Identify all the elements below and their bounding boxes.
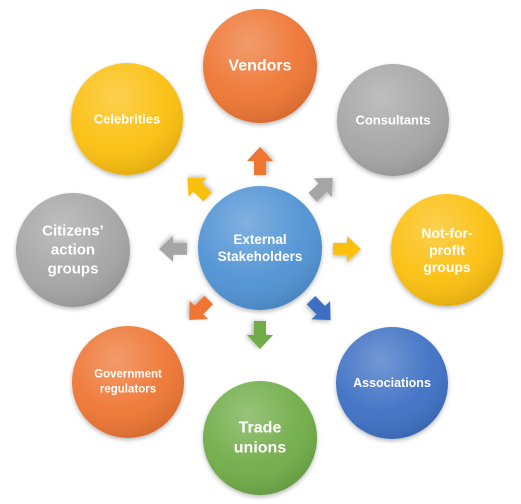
center-node-highlight bbox=[198, 186, 322, 310]
arrow-to-vendors bbox=[247, 147, 273, 175]
arrow-to-not-for-profit-groups bbox=[332, 235, 361, 262]
center-node-label-line-2: Stakeholders bbox=[218, 249, 303, 264]
node-not-for-profit-groups-highlight bbox=[391, 194, 503, 306]
arrow-to-consultants bbox=[308, 177, 333, 202]
node-associations-label-line-1: Associations bbox=[353, 376, 431, 390]
node-consultants-highlight bbox=[337, 64, 449, 176]
node-not-for-profit-groups-label-line-3: groups bbox=[423, 259, 471, 275]
arrow-to-trade-unions-shape bbox=[247, 321, 273, 349]
node-consultants-label-line-1: Consultants bbox=[355, 113, 430, 128]
node-not-for-profit-groups-label-line-2: profit bbox=[429, 242, 465, 258]
arrow-to-associations-shape bbox=[306, 296, 331, 321]
node-government-regulators-highlight bbox=[72, 326, 184, 438]
node-vendors-highlight bbox=[203, 9, 317, 123]
node-trade-unions-label-line-1: Trade bbox=[239, 420, 282, 437]
nodes-layer: VendorsConsultantsNot-for-profitgroupsAs… bbox=[16, 9, 503, 495]
arrow-to-government-regulators bbox=[189, 295, 214, 320]
arrow-to-celebrities bbox=[187, 177, 212, 202]
node-celebrities: Celebrities bbox=[71, 63, 183, 175]
node-associations-highlight bbox=[336, 327, 448, 439]
arrow-to-celebrities-shape bbox=[187, 177, 212, 202]
arrow-to-associations bbox=[306, 296, 331, 321]
node-government-regulators-label-line-2: regulators bbox=[100, 384, 156, 396]
arrow-to-citizens-action-groups-shape bbox=[159, 235, 188, 262]
arrow-to-trade-unions bbox=[247, 321, 273, 349]
node-citizens-action-groups-label-line-1: Citizens’ bbox=[42, 223, 104, 240]
node-celebrities-highlight bbox=[71, 63, 183, 175]
arrows-layer bbox=[159, 147, 361, 349]
node-government-regulators-label-line-1: Government bbox=[94, 369, 162, 381]
node-government-regulators: Government regulators bbox=[72, 326, 184, 438]
node-citizens-action-groups: Citizens’ action groups bbox=[16, 193, 130, 307]
node-citizens-action-groups-highlight bbox=[16, 193, 130, 307]
node-vendors-label-line-1: Vendors bbox=[228, 58, 291, 75]
node-associations: Associations bbox=[336, 327, 448, 439]
node-vendors: Vendors bbox=[203, 9, 317, 123]
arrow-to-vendors-shape bbox=[247, 147, 273, 175]
arrow-to-citizens-action-groups bbox=[159, 235, 188, 262]
node-citizens-action-groups-label-line-2: action bbox=[51, 242, 95, 259]
arrow-to-not-for-profit-groups-shape bbox=[332, 235, 361, 262]
arrow-to-government-regulators-shape bbox=[189, 295, 214, 320]
node-trade-unions: Trade unions bbox=[203, 381, 317, 495]
center-node-label-line-1: External bbox=[233, 232, 286, 247]
arrow-to-consultants-shape bbox=[308, 177, 333, 202]
node-celebrities-label-line-1: Celebrities bbox=[94, 112, 160, 127]
node-consultants: Consultants bbox=[337, 64, 449, 176]
node-trade-unions-highlight bbox=[203, 381, 317, 495]
node-trade-unions-label-line-2: unions bbox=[234, 440, 287, 457]
node-not-for-profit-groups-label-line-1: Not-for- bbox=[421, 225, 473, 241]
node-citizens-action-groups-label-line-3: groups bbox=[48, 261, 99, 278]
